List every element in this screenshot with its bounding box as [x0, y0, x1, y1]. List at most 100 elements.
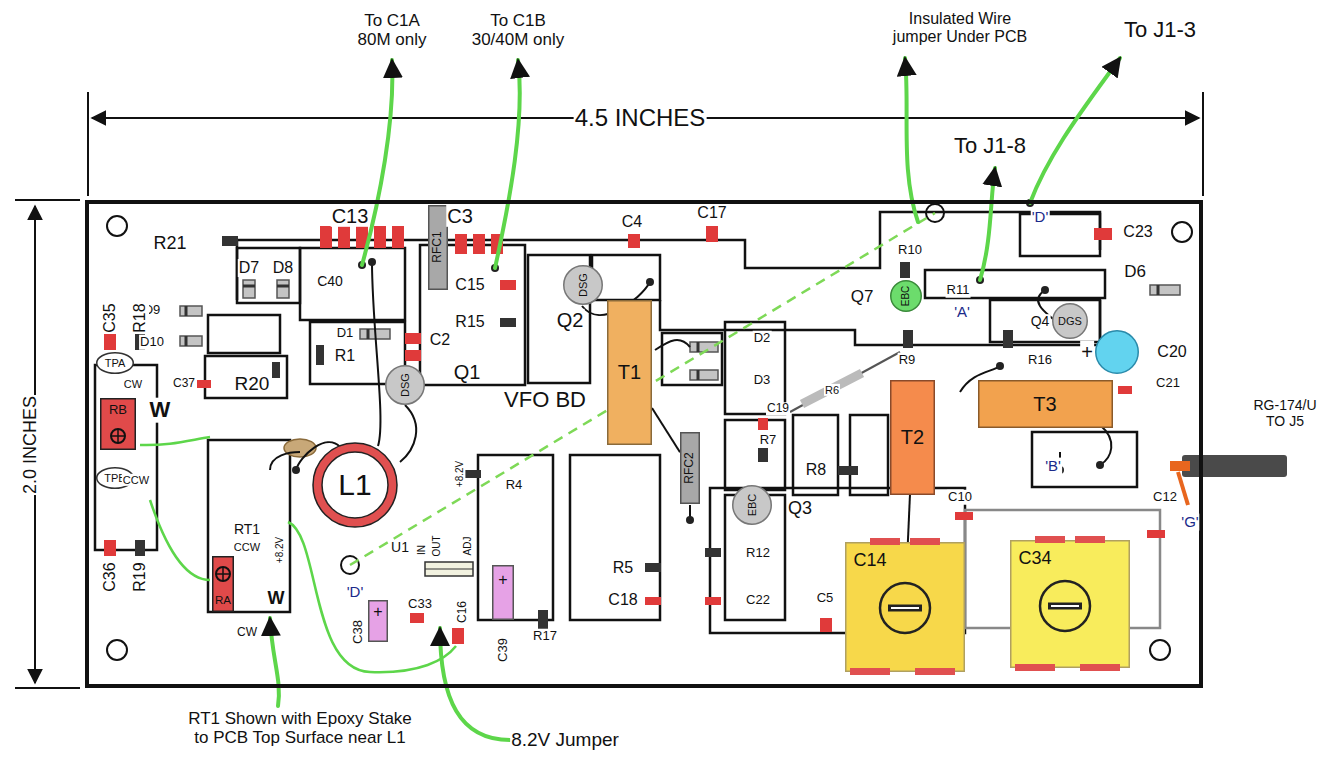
annotation-label: R17 [532, 629, 558, 644]
pcb-artwork-part [367, 329, 370, 339]
pcb-artwork-part [316, 345, 324, 365]
electrolytic-capacitor-outline [1095, 330, 1139, 374]
annotation-label: 'G' [1180, 514, 1199, 531]
transistor: DSGQ2 [563, 265, 603, 305]
tantalum-capacitor: +C39 [492, 565, 514, 620]
pcb-artwork-part [208, 440, 290, 612]
annotation-label: C16 [456, 600, 469, 624]
pcb-artwork-part [320, 226, 332, 248]
part-reference: C38 [351, 619, 366, 645]
pcb-artwork-part [478, 455, 553, 620]
pcb-artwork-part [405, 350, 421, 361]
pcb-artwork-part [452, 628, 464, 644]
pcb-artwork-part [270, 618, 279, 706]
pcb-artwork-part [368, 258, 376, 266]
annotation-label: C21 [1155, 376, 1181, 391]
dimension-lines [15, 92, 1203, 688]
transistor: EBCQ3 [732, 485, 772, 525]
annotation-label: 'D' [1031, 209, 1050, 226]
annotation-label: C40 [316, 274, 344, 290]
annotation-label: To J1-3 [1123, 18, 1197, 43]
pcb-artwork-part [277, 285, 289, 288]
pcb-artwork-part [660, 300, 1100, 345]
component-label: RA [214, 594, 232, 607]
pcb-artwork-part [107, 640, 127, 660]
pcb-artwork-part [1170, 461, 1190, 471]
annotation-label: C23 [1122, 223, 1153, 241]
annotation-label: D6 [1123, 262, 1147, 281]
annotation-label: R20 [234, 373, 271, 394]
pot-screw [216, 567, 230, 581]
annotation-label: R10 [897, 243, 923, 258]
pcb-artwork-part [758, 418, 768, 430]
transformer: T3 [978, 380, 1113, 428]
annotation-label: C17 [696, 204, 727, 222]
trimmer-slot [891, 607, 919, 609]
pcb-artwork-part [87, 92, 89, 196]
toroid-edge [313, 443, 397, 527]
component-label: VFO BD [503, 388, 587, 413]
trim-pot-body [101, 399, 136, 450]
pot-screw [111, 429, 125, 443]
pcb-artwork-part [185, 336, 188, 346]
toroid-inductor: L1 [313, 443, 397, 527]
pcb-artwork-part [592, 255, 660, 300]
component-label: T3 [1032, 393, 1057, 415]
annotation-label: OUT [431, 534, 442, 557]
annotation-label: R11 [946, 283, 971, 298]
pcb-artwork-part [1003, 330, 1013, 348]
solder-pad [1015, 664, 1055, 671]
annotation-label: R18 [131, 302, 149, 333]
capacitor-pads [104, 226, 1165, 644]
component-label: TPA [104, 357, 127, 369]
pcb-artwork-part [1094, 228, 1112, 240]
pcb-artwork-part [425, 569, 473, 570]
pot-screw [216, 567, 230, 581]
transistor-body [891, 281, 922, 312]
pcb-artwork-part [955, 512, 973, 520]
toroid-core [318, 448, 393, 523]
diode-bodies [180, 280, 1180, 380]
pcb-artwork-part [425, 562, 473, 576]
pcb-artwork-part [15, 199, 80, 201]
pcb-artwork-part [1041, 286, 1049, 294]
pcb-artwork-part [205, 356, 287, 398]
pcb-artwork-part [180, 306, 202, 316]
annotation-label: C13 [331, 205, 370, 227]
trimmer-capacitor-body [1011, 541, 1130, 668]
annotation-label: RT1 [233, 522, 261, 538]
component-label: C20 [1156, 343, 1187, 361]
component-label: DSG [577, 272, 589, 298]
pcb-artwork-part [500, 318, 516, 327]
copper-outlines [95, 212, 1160, 633]
annotation-label: R19 [131, 561, 149, 592]
pcb-artwork-part [185, 306, 188, 316]
pcb-artwork-part [697, 342, 700, 352]
pcb-artwork-part [95, 365, 157, 550]
trimmer-capacitor-body [846, 543, 965, 672]
pcb-artwork-part [243, 280, 255, 298]
component-label: EBC [746, 493, 758, 518]
pcb-artwork-part [243, 285, 255, 288]
annotation-label: RT1 Shown with Epoxy Stake to PCB Top Su… [184, 709, 416, 747]
pcb-artwork-part [272, 362, 280, 378]
wire-connector [908, 495, 910, 542]
annotation-label: C15 [454, 276, 485, 294]
pcb-artwork-part [374, 226, 386, 248]
solder-pad [915, 668, 955, 675]
trim-pot: RA [212, 556, 234, 612]
callout-leaders [270, 58, 1120, 740]
regulator-u1 [425, 562, 473, 576]
pcb-artwork-part [838, 466, 858, 475]
pcb-artwork-part [705, 548, 721, 557]
annotation-label: To C1A 80M only [349, 11, 436, 49]
annotation-label: D1 [336, 326, 355, 341]
transformer: T1 [607, 300, 652, 445]
pcb-artwork-part [1178, 472, 1188, 505]
annotation-label: W [149, 398, 172, 423]
pcb-artwork-part [362, 60, 392, 265]
annotation-label: R4 [505, 478, 524, 493]
annotation-label: R5 [612, 559, 634, 577]
annotation-label: CW [236, 626, 258, 639]
part-reference: Q2 [556, 309, 585, 331]
